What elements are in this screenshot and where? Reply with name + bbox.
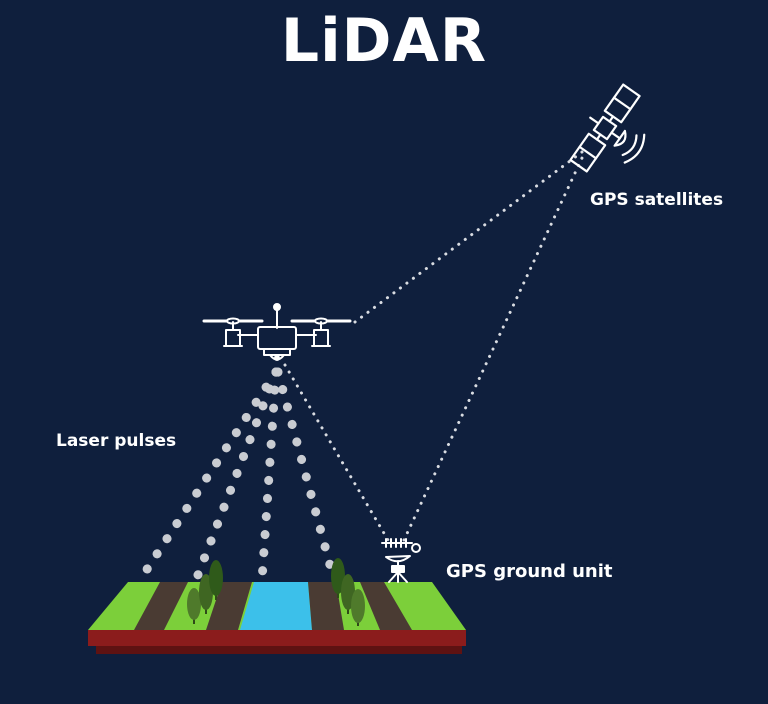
dotted-links (283, 150, 584, 542)
soil-strip (308, 582, 344, 630)
satellite-icon (569, 83, 646, 173)
tree-group-left (187, 560, 223, 624)
laser-beam (257, 367, 281, 585)
laser-pulses (135, 367, 335, 585)
laser-beam (191, 367, 281, 585)
water-channel (240, 582, 312, 630)
label-laser-pulses: Laser pulses (56, 431, 177, 451)
soil-strip (134, 582, 188, 630)
terrain-base (88, 630, 466, 646)
diagram-title: LiDAR (280, 6, 488, 76)
tree (187, 588, 201, 620)
label-gps-ground-unit: GPS ground unit (446, 561, 613, 582)
tree (331, 558, 345, 594)
laser-beam (135, 367, 281, 585)
tree (209, 560, 223, 596)
terrain (88, 558, 466, 654)
label-gps-satellites: GPS satellites (590, 190, 724, 210)
terrain-base-shadow (96, 646, 462, 654)
soil-strip (206, 582, 252, 630)
link-drone-satellite (353, 150, 584, 324)
link-drone-ground (283, 363, 390, 542)
link-ground-satellite (402, 156, 584, 542)
tree (351, 589, 365, 623)
tree-group-right (331, 558, 365, 626)
laser-beam (273, 367, 335, 570)
soil-strip (360, 582, 412, 630)
gps-antenna-icon (381, 538, 421, 583)
drone-icon (202, 303, 352, 361)
